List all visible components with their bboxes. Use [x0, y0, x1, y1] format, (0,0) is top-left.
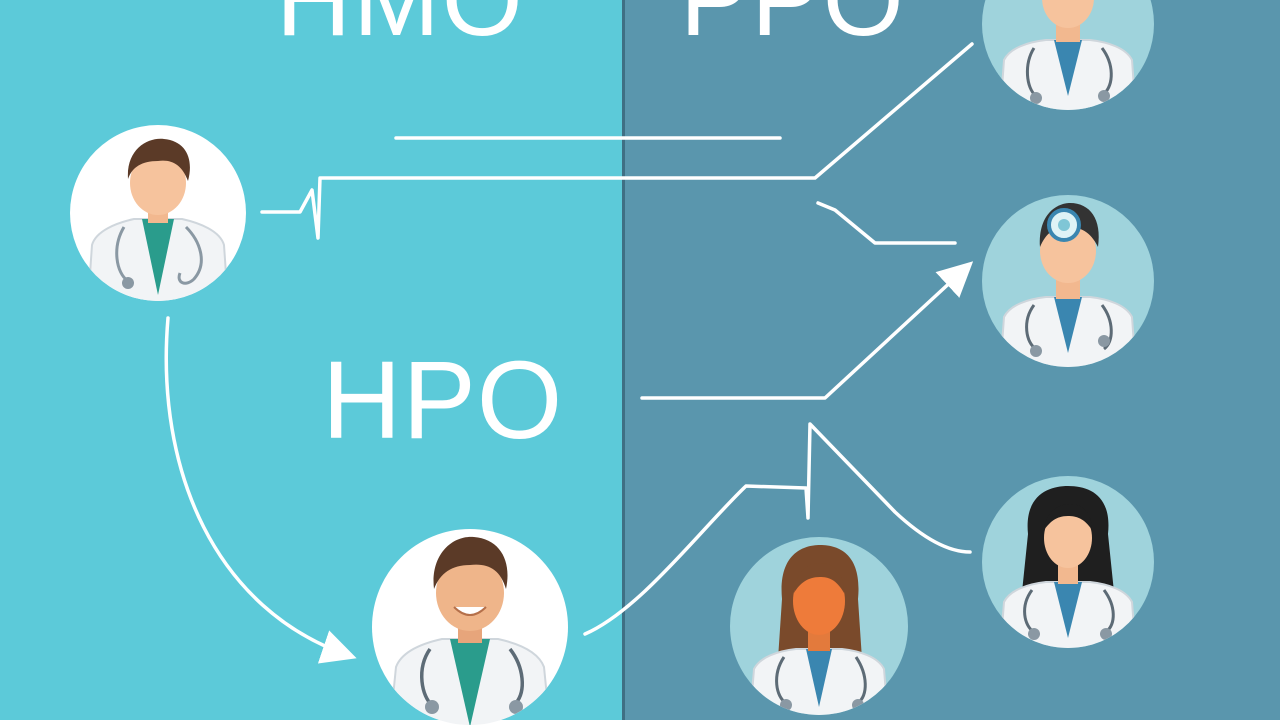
specialist-middle-avatar: [982, 195, 1154, 367]
female-doctor-icon: [998, 486, 1138, 648]
primary-to-network-line: [260, 42, 974, 240]
hmo-heading: HMO: [276, 0, 525, 58]
smiling-male-doctor-icon: [388, 536, 552, 725]
male-doctor-icon: [86, 138, 230, 301]
ppo-heading: PPO: [680, 0, 906, 58]
network-branch-line: [816, 201, 957, 245]
specialist-top-avatar: [982, 0, 1154, 110]
referred-to-network-line: [583, 422, 972, 636]
primary-doctor-avatar: [70, 125, 246, 301]
referral-curve: [164, 316, 357, 664]
specialist-lower-avatar: [730, 537, 908, 715]
ppo-panel: [624, 0, 1280, 720]
panel-divider: [622, 0, 625, 720]
referred-doctor-avatar: [372, 529, 568, 725]
hpo-to-specialist-line: [640, 261, 974, 400]
specialist-bottom-avatar: [982, 476, 1154, 648]
hpo-heading: HPO: [322, 339, 564, 462]
head-mirror-doctor-icon: [998, 203, 1138, 367]
